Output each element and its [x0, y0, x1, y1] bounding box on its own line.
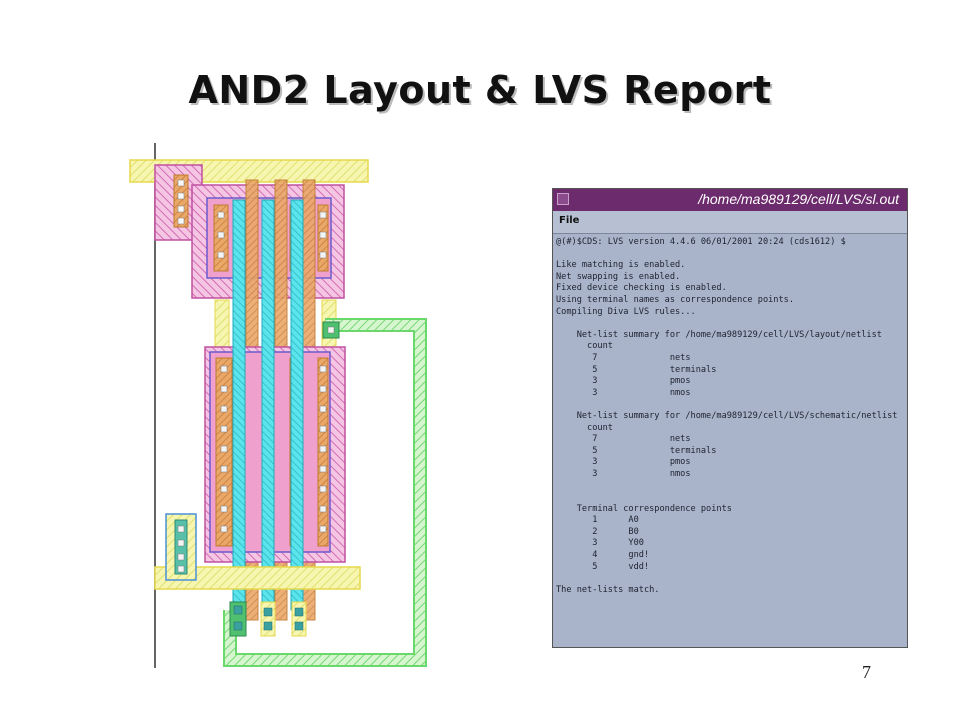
metal2-line-y: [290, 199, 304, 611]
metal2-line-a: [232, 199, 246, 611]
report-line: 2 B0: [556, 526, 639, 537]
input-pin-b: [260, 601, 276, 637]
report-line: 7 nets: [556, 434, 691, 445]
report-line: 5 vdd!: [556, 561, 650, 572]
report-line: Net-list summary for /home/ma989129/cell…: [556, 329, 882, 340]
metal2-line-b: [261, 199, 275, 611]
report-line: 5 terminals: [556, 364, 717, 375]
report-line: 3 Y00: [556, 538, 644, 549]
slide-title: AND2 Layout & LVS Report: [188, 68, 772, 112]
input-pin-y: [291, 601, 307, 637]
page-number: 7: [862, 662, 871, 682]
report-line: Using terminal names as correspondence p…: [556, 294, 794, 305]
report-line: count: [556, 341, 613, 352]
substrate-tap-contact: [174, 519, 188, 575]
lvs-report-window: /home/ma989129/cell/LVS/sl.out File @(#)…: [552, 188, 908, 648]
report-line: Terminal correspondence points: [556, 503, 732, 514]
report-line: Net-list summary for /home/ma989129/cell…: [556, 410, 898, 421]
report-line: 5 terminals: [556, 445, 717, 456]
pmos-nmos-link: [214, 299, 230, 351]
lvs-report-text: @(#)$CDS: LVS version 4.4.6 06/01/2001 2…: [556, 237, 906, 645]
report-line: Like matching is enabled.: [556, 260, 686, 271]
report-line: Compiling Diva LVS rules...: [556, 306, 696, 317]
report-line: Fixed device checking is enabled.: [556, 283, 727, 294]
report-line: 4 gnd!: [556, 550, 650, 561]
lvs-window-titlebar[interactable]: /home/ma989129/cell/LVS/sl.out: [553, 189, 907, 211]
report-line: 1 A0: [556, 515, 639, 526]
report-line: Net swapping is enabled.: [556, 271, 681, 282]
report-line: 3 pmos: [556, 457, 691, 468]
menu-file[interactable]: File: [559, 215, 580, 226]
gnd-rail: [154, 566, 361, 590]
well-tap-contact: [173, 174, 189, 228]
report-line: 3 nmos: [556, 468, 691, 479]
report-line: 7 nets: [556, 352, 691, 363]
lvs-menubar: File: [553, 211, 907, 234]
report-line: 3 nmos: [556, 387, 691, 398]
lvs-window-title: /home/ma989129/cell/LVS/sl.out: [698, 191, 899, 207]
window-menu-button[interactable]: [557, 193, 569, 205]
report-line: count: [556, 422, 613, 433]
report-line: 3 pmos: [556, 376, 691, 387]
report-line: @(#)$CDS: LVS version 4.4.6 06/01/2001 2…: [556, 237, 846, 247]
report-line: The net-lists match.: [556, 584, 660, 595]
